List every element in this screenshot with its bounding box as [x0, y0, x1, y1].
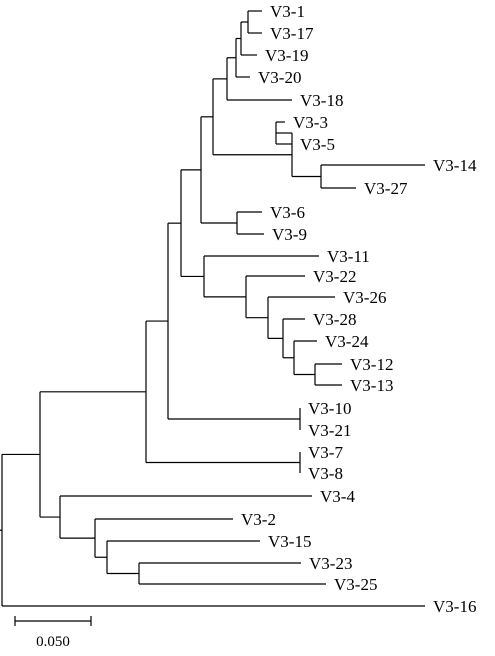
tip-label: V3-1 — [270, 2, 305, 21]
tip-label: V3-8 — [308, 464, 343, 483]
tip-label: V3-2 — [241, 510, 276, 529]
tip-label: V3-19 — [265, 46, 308, 65]
tip-label: V3-10 — [308, 399, 351, 418]
tip-label: V3-3 — [293, 113, 328, 132]
scale-bar: 0.050 — [14, 616, 92, 650]
tip-label: V3-9 — [272, 225, 307, 244]
tip-label: V3-5 — [300, 135, 335, 154]
tip-label: V3-11 — [327, 247, 370, 266]
tip-label: V3-20 — [258, 68, 301, 87]
tip-label: V3-27 — [364, 179, 408, 198]
tip-label: V3-13 — [350, 376, 393, 395]
scale-bar-label: 0.050 — [36, 634, 70, 650]
tip-label: V3-23 — [309, 554, 352, 573]
tip-label: V3-24 — [325, 332, 369, 351]
tip-label: V3-25 — [334, 575, 377, 594]
tip-label: V3-15 — [268, 532, 311, 551]
tip-label: V3-18 — [300, 91, 343, 110]
tip-label: V3-4 — [320, 487, 355, 506]
tip-label: V3-22 — [313, 267, 356, 286]
tip-label: V3-12 — [350, 355, 393, 374]
tip-label: V3-6 — [270, 203, 305, 222]
tip-label: V3-26 — [343, 288, 386, 307]
tip-labels: V3-1V3-17V3-19V3-20V3-18V3-3V3-5V3-14V3-… — [241, 2, 477, 616]
tip-label: V3-16 — [433, 597, 476, 616]
tree-branches — [0, 10, 425, 607]
tip-label: V3-28 — [313, 310, 356, 329]
tip-label: V3-17 — [270, 24, 314, 43]
tip-label: V3-14 — [433, 156, 477, 175]
tip-label: V3-7 — [308, 443, 343, 462]
tip-label: V3-21 — [308, 421, 351, 440]
